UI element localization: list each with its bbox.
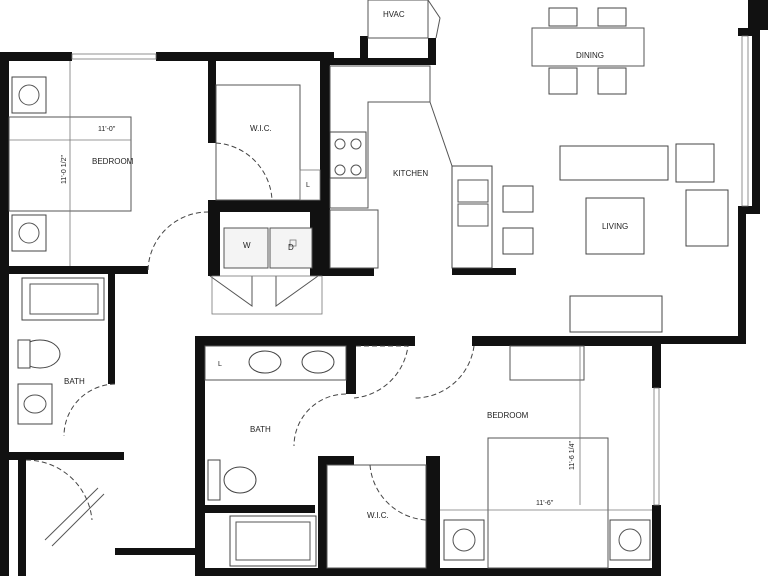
label-bath-left: BATH — [64, 377, 85, 386]
label-living: LIVING — [602, 222, 628, 231]
room-details — [8, 0, 749, 569]
label-linen-wic: L — [306, 182, 310, 189]
label-bath-mid: BATH — [250, 425, 271, 434]
label-wic-bottom: W.I.C. — [367, 511, 389, 520]
label-hvac: HVAC — [383, 10, 405, 19]
label-kitchen: KITCHEN — [393, 169, 428, 178]
label-wic-top: W.I.C. — [250, 124, 272, 133]
label-bedroom-top: BEDROOM — [92, 157, 134, 166]
label-dryer: D — [288, 243, 294, 252]
label-bedroom-bottom: BEDROOM — [487, 411, 529, 420]
dim-bedroom-top-depth: 11'-0 1/2" — [61, 154, 68, 184]
label-linen-bath: L — [218, 361, 222, 368]
room-labels: HVAC DINING BEDROOM W.I.C. KITCHEN LIVIN… — [61, 10, 628, 520]
label-washer: W — [243, 241, 251, 250]
dim-bedroom-top-width: 11'-0" — [98, 126, 116, 133]
dim-bedroom-bottom-depth: 11'-6 1/4" — [569, 440, 576, 470]
label-dining: DINING — [576, 51, 604, 60]
dim-bedroom-bottom-width: 11'-6" — [536, 500, 554, 507]
